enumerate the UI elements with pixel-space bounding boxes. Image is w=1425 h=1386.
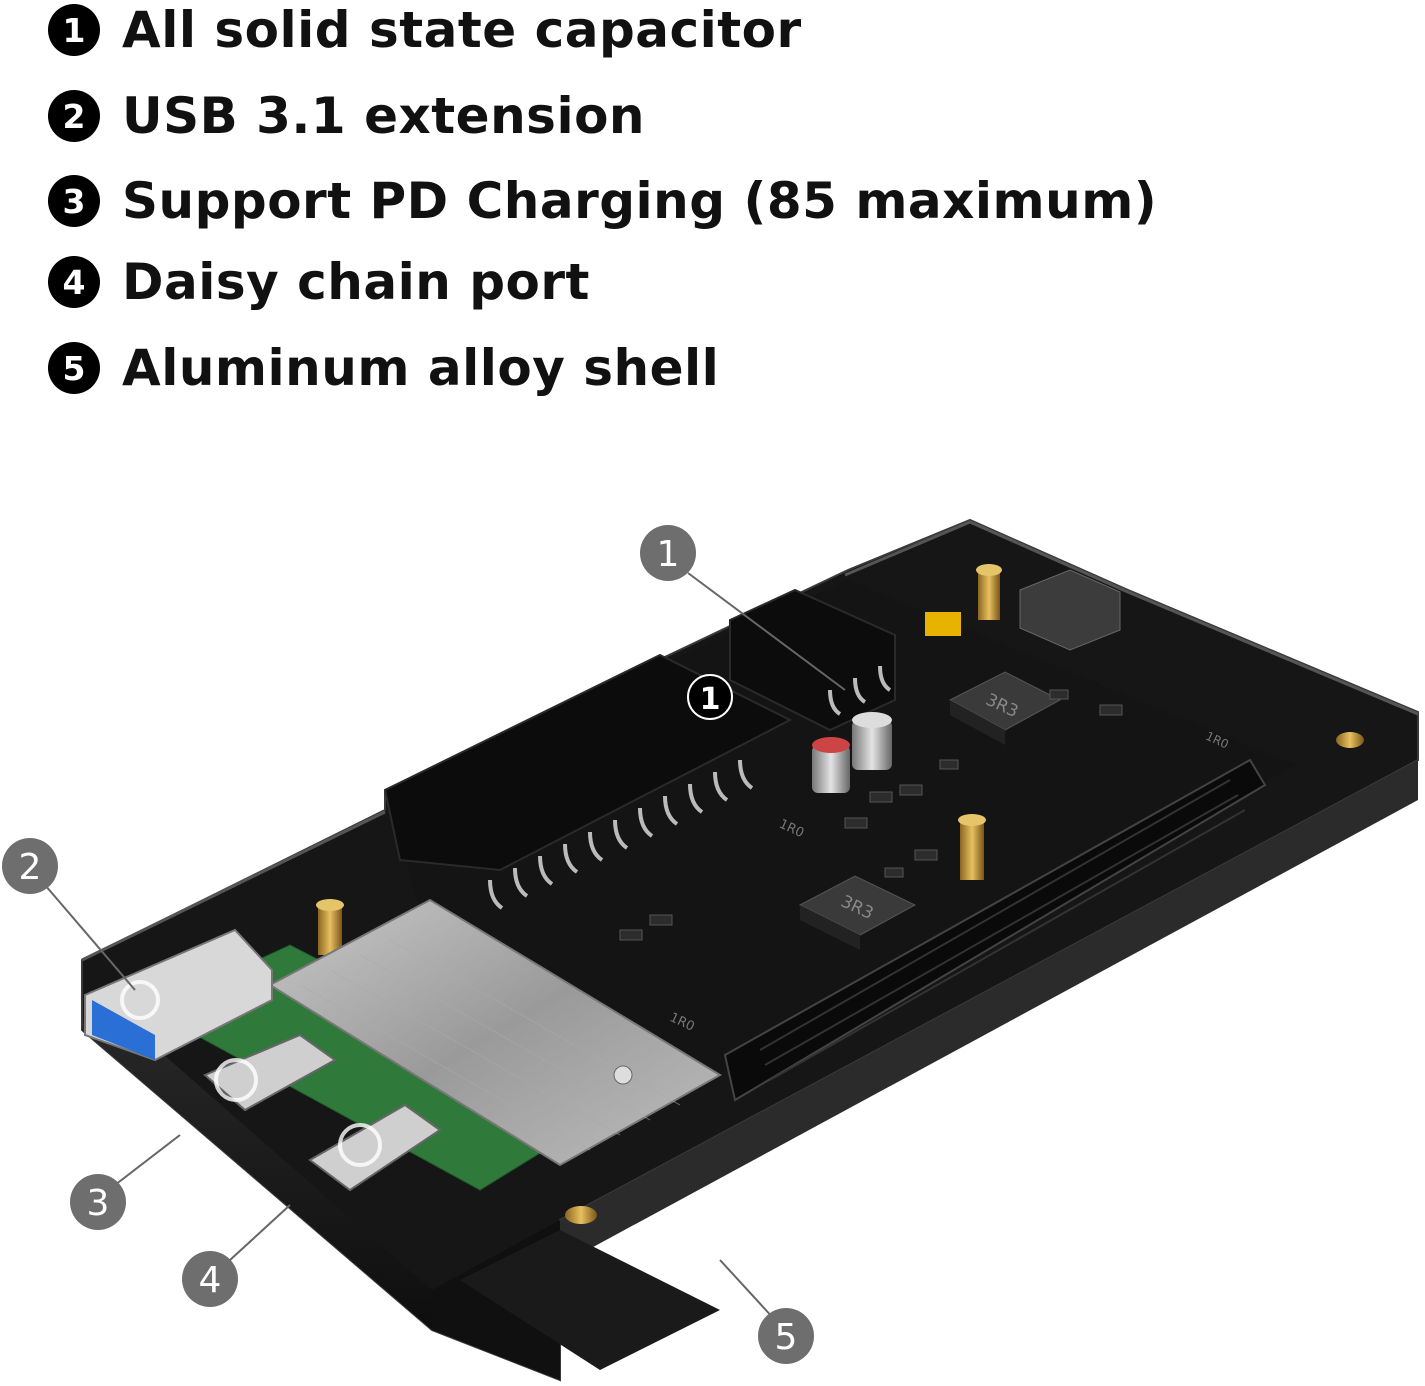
shell-front-wall — [82, 990, 432, 1330]
shell-left-rim — [81, 810, 386, 962]
usb-c-port-2 — [308, 1103, 442, 1192]
feature-item: 2 USB 3.1 extension — [48, 86, 645, 146]
inductor-b: 3R3 — [798, 875, 917, 950]
shell-foot-plate — [460, 1230, 720, 1370]
callout-number: 3 — [87, 1183, 110, 1224]
callout-number: 1 — [700, 682, 721, 717]
feature-number-badge: 3 — [48, 175, 100, 227]
pcie-slot — [723, 758, 1267, 1102]
brass-standoff — [976, 564, 1002, 620]
feature-number-badge: 2 — [48, 90, 100, 142]
shell-back-rim — [844, 520, 1419, 716]
callout-1-inner: 1 — [687, 674, 733, 720]
feature-text: All solid state capacitor — [122, 1, 802, 59]
feature-number-badge: 5 — [48, 342, 100, 394]
pcie-slot-contacts — [759, 779, 1246, 1081]
callout-leaders — [44, 572, 846, 1321]
usb-c-1-highlight-ring — [214, 1058, 258, 1102]
feature-number-badge: 4 — [48, 256, 100, 308]
shell-right-wall — [560, 760, 1418, 1265]
callout-2: 2 — [2, 838, 58, 894]
usb-a-highlight-ring — [120, 980, 160, 1020]
usb-a-blue-insert — [92, 1000, 155, 1060]
atx-connector — [383, 653, 793, 872]
feature-item: 5 Aluminum alloy shell — [48, 338, 719, 398]
heatsink-brushed-lines — [299, 939, 681, 1151]
usb-daughter-board — [84, 898, 722, 1192]
m2-screw — [613, 1065, 633, 1085]
atx-pins — [488, 759, 754, 910]
m2-heatsink — [267, 898, 722, 1167]
solid-capacitors — [812, 712, 892, 793]
eps-pins — [828, 665, 892, 716]
feature-text: Aluminum alloy shell — [122, 339, 720, 397]
callout-number: 2 — [19, 847, 42, 888]
callout-3: 3 — [70, 1174, 126, 1230]
callout-number: 4 — [199, 1260, 222, 1301]
brass-standoff — [958, 814, 986, 880]
brass-screw — [565, 732, 1364, 1224]
feature-text: Daisy chain port — [122, 253, 590, 311]
usb-c-2-highlight-ring — [338, 1123, 382, 1167]
feature-item: 1 All solid state capacitor — [48, 0, 802, 60]
feature-text: USB 3.1 extension — [122, 87, 646, 145]
brass-standoff — [316, 899, 344, 955]
callout-4: 4 — [182, 1251, 238, 1307]
shell-highlight-ring — [657, 1206, 697, 1246]
smd-components — [619, 689, 1123, 941]
callout-1-top: 1 — [640, 525, 696, 581]
feature-item: 3 Support PD Charging (85 maximum) — [48, 171, 1157, 231]
main-pcb: 3R3 3R3 1R0 1R0 1R0 — [316, 564, 1364, 1224]
feature-item: 4 Daisy chain port — [48, 252, 590, 312]
dc-jack — [1019, 569, 1121, 651]
inductor-a: 3R3 — [948, 671, 1062, 745]
callout-5: 5 — [758, 1308, 814, 1364]
feature-number-badge: 1 — [48, 4, 100, 56]
feature-text: Support PD Charging (85 maximum) — [122, 172, 1158, 230]
callout-number: 1 — [657, 534, 680, 575]
callout-number: 5 — [775, 1317, 798, 1358]
tantalum-capacitor — [925, 612, 961, 636]
eps-connector — [729, 588, 896, 732]
